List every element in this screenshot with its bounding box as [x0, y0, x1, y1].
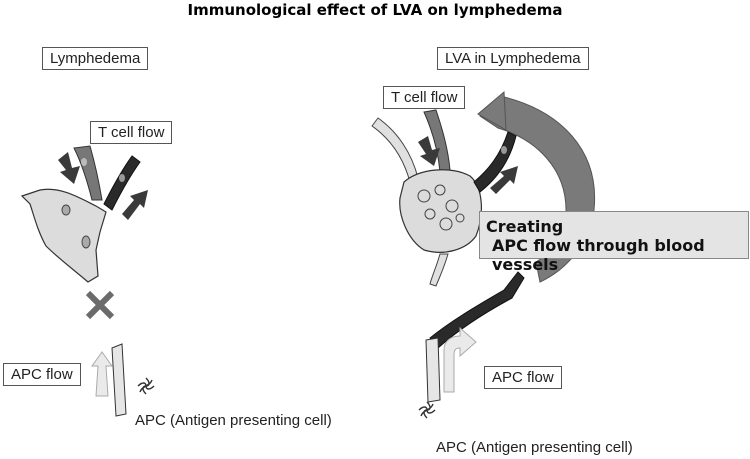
apc-cell-left — [137, 377, 155, 395]
diagram-title: Immunological effect of LVA on lymphedem… — [187, 1, 563, 19]
apc-flow-arrow-right — [443, 326, 477, 393]
cell-out-vessel-right — [501, 146, 507, 154]
lymph-node-right — [399, 169, 482, 253]
apc-flow-label-right: APC flow — [484, 366, 562, 389]
lymph-vessel-apc-left — [111, 343, 127, 417]
callout-line-1: Creating — [486, 217, 564, 236]
arrow-in-left — [58, 152, 80, 184]
cell-in-vessel-left — [81, 158, 87, 166]
vessel-down-right — [429, 253, 449, 287]
callout-line-2: APC flow through blood vessels — [492, 236, 705, 274]
apc-cell-right — [418, 401, 436, 419]
lva-lymphedema-label: LVA in Lymphedema — [437, 47, 589, 70]
lymph-node-left — [20, 188, 107, 283]
arrow-out-left — [122, 190, 148, 220]
apc-flow-arrow-left — [91, 351, 113, 397]
t-cell-flow-label-right: T cell flow — [383, 86, 466, 109]
arrow-out-right — [490, 166, 518, 194]
lymph-vessel-out-right — [473, 131, 517, 193]
apc-cluster-in-node — [417, 184, 465, 231]
cell-left-2 — [81, 235, 91, 249]
lymph-vessel-out-left — [103, 155, 141, 211]
cell-left-1 — [61, 204, 71, 216]
lymph-vessel-in-left — [73, 145, 103, 201]
lva-vessel-dark — [429, 271, 525, 349]
lymph-vessel-in-right — [371, 117, 419, 183]
blocked-cross — [85, 290, 115, 320]
lymphedema-label: Lymphedema — [42, 47, 149, 70]
curved-arrow-head — [477, 90, 507, 131]
cell-out-vessel-left — [119, 174, 125, 182]
t-cell-flow-label-left: T cell flow — [90, 121, 173, 144]
apc-flow-callout: Creating APC flow through blood vessels — [479, 211, 749, 274]
apc-caption-left: APC (Antigen presenting cell) — [135, 412, 332, 429]
arrow-in-right — [418, 136, 440, 166]
lva-vessel-light — [425, 337, 441, 403]
apc-caption-right: APC (Antigen presenting cell) — [436, 439, 633, 456]
apc-flow-label-left: APC flow — [3, 363, 81, 386]
